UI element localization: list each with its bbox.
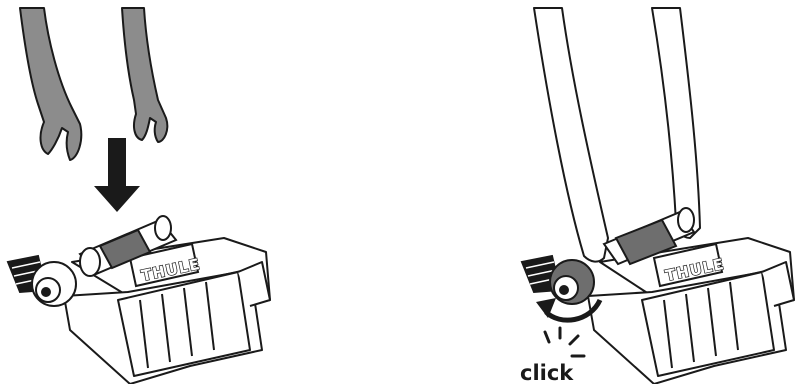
down-arrow-icon	[94, 138, 140, 212]
fork-blade-right	[122, 8, 167, 142]
quick-release-knob-seated	[522, 256, 594, 304]
fork-blade-left	[20, 8, 81, 160]
click-label: click	[520, 361, 574, 384]
fork-blades	[20, 8, 167, 160]
click-burst-icon	[545, 328, 584, 356]
quick-release-knob	[8, 256, 76, 306]
fork-blade-seated-left	[534, 8, 608, 262]
fork-blade-seated-right	[652, 8, 700, 238]
step-left-panel: THULE	[8, 8, 270, 384]
step-right-panel: THULE click	[520, 8, 794, 384]
